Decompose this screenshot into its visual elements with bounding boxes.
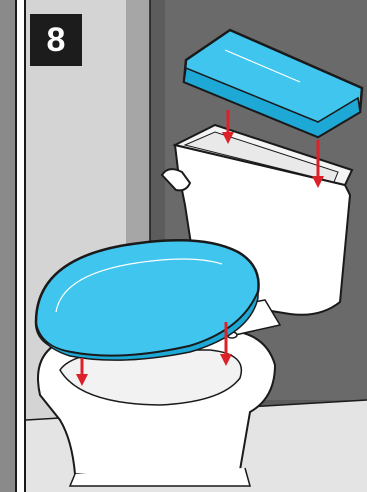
- left-panel-strip: [0, 0, 16, 492]
- step-number: 8: [47, 23, 66, 57]
- panel-gutter: [17, 0, 25, 492]
- step-number-badge: 8: [30, 14, 82, 66]
